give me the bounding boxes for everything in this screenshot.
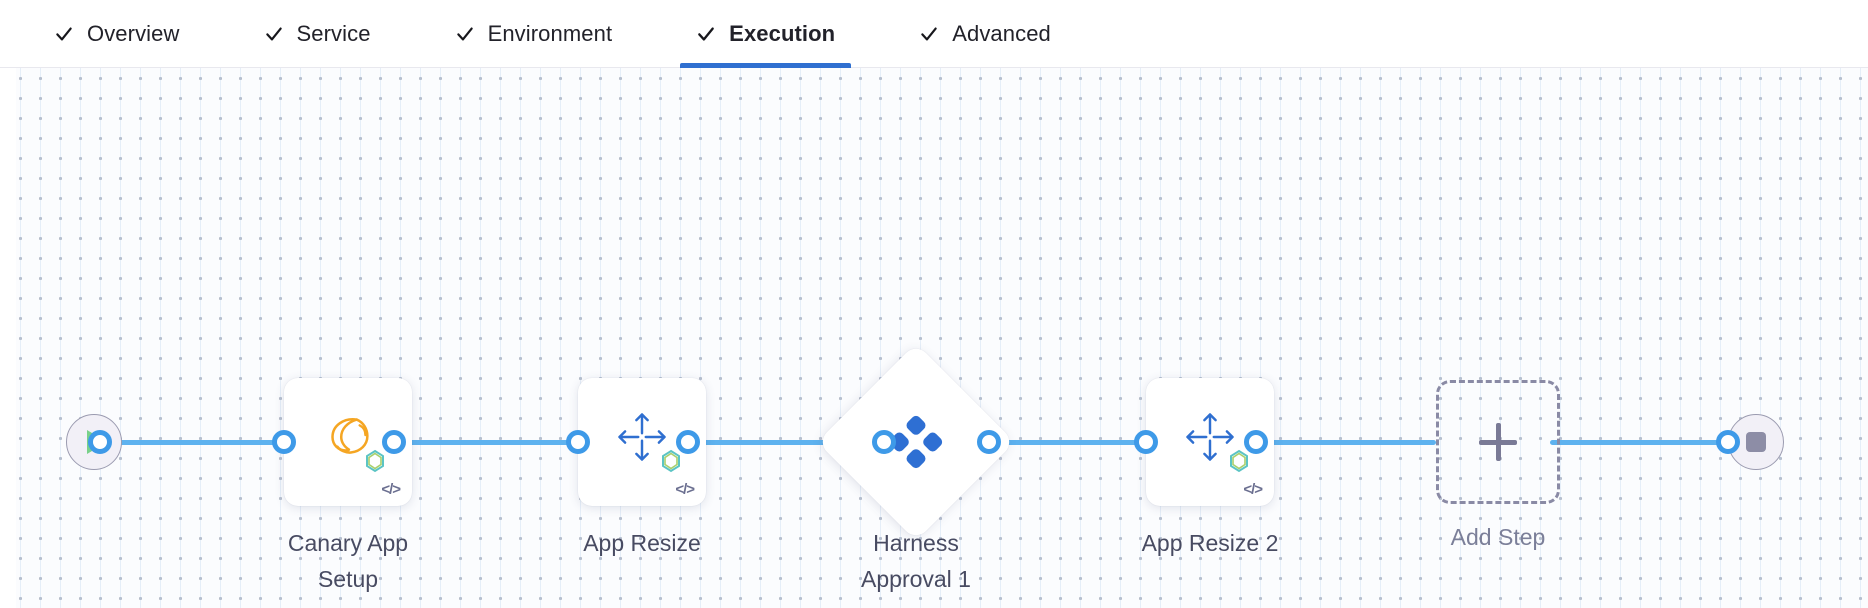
edge-resize2-to-addstep <box>1256 440 1436 445</box>
port-resize-out[interactable] <box>676 430 700 454</box>
add-step-label: Add Step <box>1450 524 1546 550</box>
tab-label: Execution <box>729 21 836 46</box>
hexagon-badge <box>1230 449 1248 473</box>
tab-execution[interactable]: Execution <box>680 0 852 68</box>
port-start-out[interactable] <box>88 430 112 454</box>
check-icon <box>921 27 937 41</box>
port-approval-out[interactable] <box>977 430 1001 454</box>
port-canary-out[interactable] <box>382 430 406 454</box>
pipeline-canvas[interactable]: </> Canary App Setup <box>16 68 1868 608</box>
step-code-badge-icon[interactable]: </> <box>381 481 401 498</box>
check-icon <box>698 27 715 41</box>
tab-label: Service <box>296 21 371 46</box>
tab-environment[interactable]: Environment <box>439 0 629 68</box>
tab-overview[interactable]: Overview <box>38 0 196 68</box>
resize-arrows-icon <box>578 406 706 473</box>
check-icon <box>456 27 473 41</box>
tab-label: Advanced <box>952 21 1051 46</box>
tab-service[interactable]: Service <box>248 0 387 68</box>
harness-logo-icon <box>846 372 986 512</box>
check-icon <box>56 27 72 41</box>
edge-canary-to-resize <box>394 440 589 445</box>
hexagon-badge <box>662 449 680 473</box>
step-label-harness-approval-1: Harness Approval 1 <box>861 530 971 592</box>
plus-icon-vertical <box>1495 423 1501 461</box>
edge-addstep-to-end <box>1550 440 1726 445</box>
step-code-badge-icon[interactable]: </> <box>1243 481 1263 498</box>
step-label-app-resize-2: App Resize 2 <box>1141 530 1279 556</box>
stop-icon <box>1746 432 1766 452</box>
edge-start-to-canary <box>100 440 295 445</box>
port-end-in[interactable] <box>1716 430 1740 454</box>
step-node-app-resize[interactable]: </> <box>578 378 706 506</box>
hexagon-badge <box>366 449 384 473</box>
port-resize2-out[interactable] <box>1244 430 1268 454</box>
tab-label: Overview <box>87 21 180 46</box>
resize-arrows-icon <box>1146 406 1274 473</box>
add-step-button[interactable] <box>1436 380 1560 504</box>
port-resize2-in[interactable] <box>1134 430 1158 454</box>
port-resize-in[interactable] <box>566 430 590 454</box>
port-canary-in[interactable] <box>272 430 296 454</box>
tab-advanced[interactable]: Advanced <box>903 0 1067 68</box>
step-label-app-resize: App Resize <box>583 530 701 556</box>
edge-resize-to-approval <box>688 440 883 445</box>
canvas-left-gutter <box>0 68 16 608</box>
step-node-harness-approval-1[interactable] <box>817 343 1015 541</box>
step-code-badge-icon[interactable]: </> <box>675 481 695 498</box>
tab-label: Environment <box>487 21 613 46</box>
check-icon <box>265 27 282 41</box>
step-label-canary-app-setup: Canary App Setup <box>287 530 409 592</box>
canary-bird-icon <box>284 406 412 473</box>
edge-approval-to-resize2 <box>989 440 1157 445</box>
port-approval-in[interactable] <box>872 430 896 454</box>
pipeline-stage-tabs: Overview Service Environment Execution A <box>0 0 1868 68</box>
